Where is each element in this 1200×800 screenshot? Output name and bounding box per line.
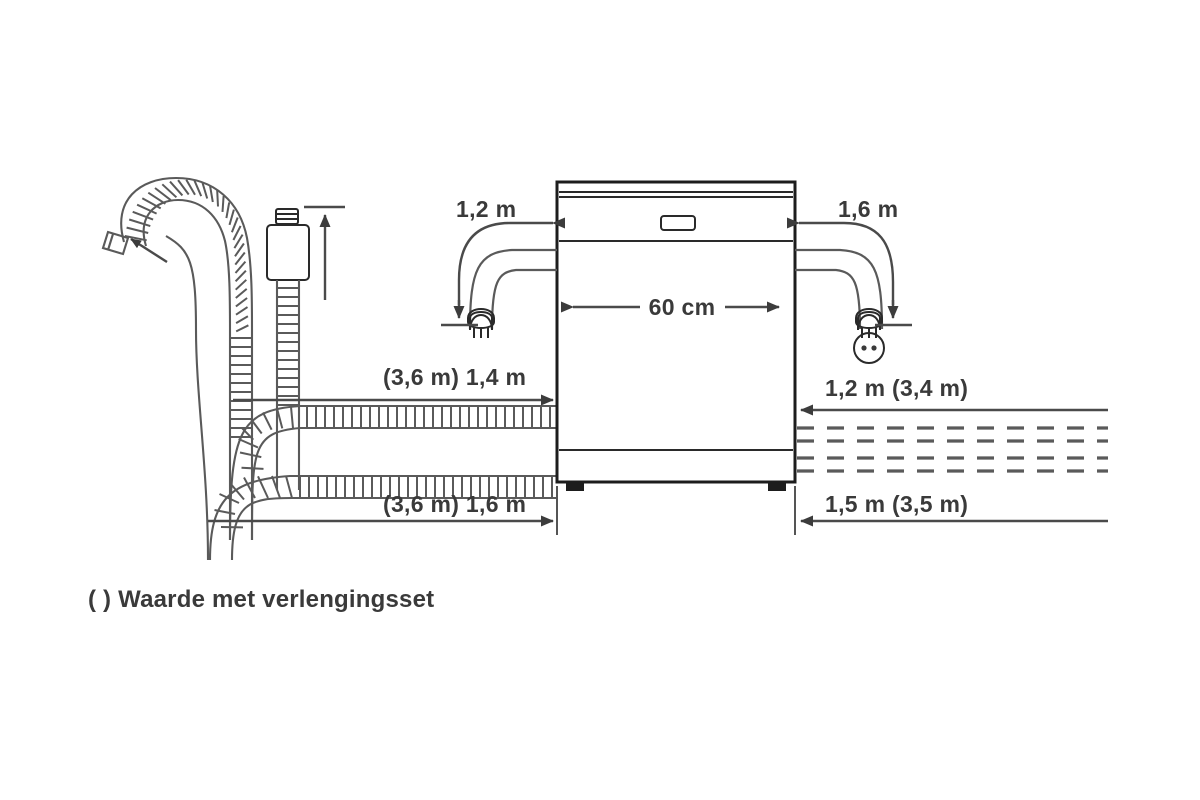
right-mid-hose-dimension: 1,2 m (3,4 m) bbox=[800, 375, 1108, 416]
inlet-hose-coiled bbox=[101, 176, 254, 540]
appliance-width-dimension: 60 cm bbox=[561, 294, 780, 320]
top-left-cable-label: 1,2 m bbox=[456, 196, 516, 222]
hose-corrugation-mid bbox=[238, 406, 551, 470]
wall-socket-icon bbox=[853, 332, 885, 364]
aquastop-reference-arrow bbox=[304, 205, 345, 300]
right-bottom-hose-dimension: 1,5 m (3,5 m) bbox=[800, 491, 1108, 527]
door-handle-icon bbox=[660, 215, 696, 231]
bottom-right-hose-label: 1,5 m (3,5 m) bbox=[825, 491, 968, 517]
hose-nozzle-icon bbox=[101, 230, 130, 256]
left-inlet-hose-mid bbox=[228, 404, 557, 541]
left-cable-dimension: 1,2 m bbox=[441, 196, 565, 327]
bottom-left-hose-label: (3,6 m) 1,6 m bbox=[383, 491, 526, 517]
hose-corrugation bbox=[124, 179, 249, 333]
appliance-width-label: 60 cm bbox=[649, 294, 716, 320]
left-cable-sweep bbox=[165, 235, 210, 561]
mid-left-hose-label: (3,6 m) 1,4 m bbox=[383, 364, 526, 390]
right-cable-dimension: 1,6 m bbox=[787, 196, 912, 327]
left-power-cable bbox=[468, 248, 557, 330]
appliance-foot-right bbox=[768, 482, 786, 491]
aquastop-valve-icon bbox=[266, 208, 310, 490]
right-plug-icon bbox=[855, 308, 883, 338]
left-mid-hose-dimension: (3,6 m) 1,4 m bbox=[233, 364, 554, 406]
dishwasher-body bbox=[555, 180, 797, 491]
left-plug-icon bbox=[467, 308, 495, 338]
hose-leader-arrow bbox=[130, 237, 168, 264]
hose-corrugation-vertical bbox=[230, 337, 252, 438]
right-hose-dashed-group bbox=[797, 426, 1108, 473]
appliance-foot-left bbox=[566, 482, 584, 491]
mid-right-hose-label: 1,2 m (3,4 m) bbox=[825, 375, 968, 401]
hose-corrugation-lower bbox=[214, 475, 553, 529]
left-drain-hose-lower bbox=[208, 474, 557, 561]
right-power-cable bbox=[795, 248, 884, 330]
top-right-cable-label: 1,6 m bbox=[838, 196, 898, 222]
diagram-caption: ( ) Waarde met verlengingsset bbox=[88, 586, 434, 613]
left-bottom-hose-dimension: (3,6 m) 1,6 m bbox=[208, 491, 554, 527]
